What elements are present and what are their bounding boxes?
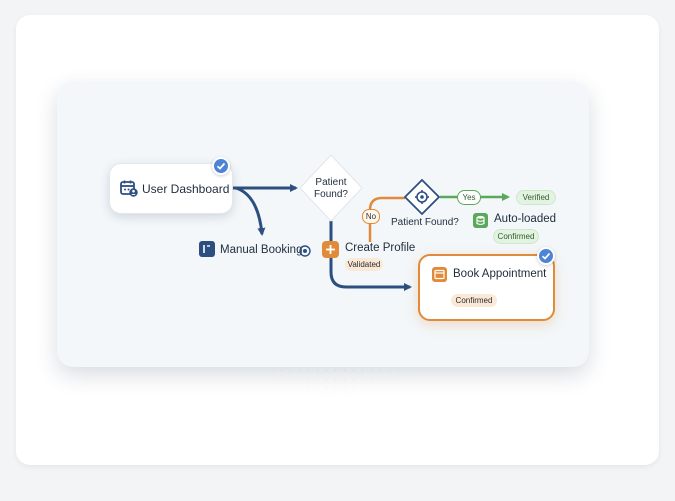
gear-icon (415, 190, 429, 204)
auto-loaded-label[interactable]: Auto-loaded (494, 213, 557, 225)
plus-icon (322, 241, 339, 263)
create-profile-label[interactable]: Create Profile (345, 242, 416, 254)
database-icon (473, 213, 488, 233)
verified-badge: Verified (516, 190, 556, 205)
edge-dashboard-to-manual (235, 186, 266, 236)
no-edge-label: No (362, 209, 380, 224)
decision-1-label: Patient Found? (306, 177, 356, 201)
decision-1-text: Patient Found? (314, 177, 348, 200)
check-badge-icon (537, 247, 555, 265)
book-appointment-node[interactable]: Book Appointment Confirmed (418, 254, 555, 321)
manual-booking-label[interactable]: Manual Booking (220, 244, 303, 256)
decision-2-label: Patient Found? (391, 217, 459, 228)
calendar-user-icon (120, 180, 138, 202)
book-appointment-label: Book Appointment (453, 268, 547, 280)
confirmed-auto-badge: Confirmed (493, 229, 539, 244)
calendar-icon (432, 267, 447, 287)
user-dashboard-label: User Dashboard (142, 182, 230, 196)
yes-edge-label: Yes (457, 190, 481, 205)
manual-booking-icon (199, 241, 215, 262)
confirmed-book-badge: Confirmed (451, 294, 497, 307)
validated-badge: Validated (345, 258, 383, 271)
edge-decision-to-book (329, 221, 412, 291)
decision-diamond-1 (299, 154, 363, 222)
target-icon (299, 244, 311, 262)
check-badge-icon (212, 157, 230, 175)
user-dashboard-node[interactable]: User Dashboard (109, 163, 233, 214)
